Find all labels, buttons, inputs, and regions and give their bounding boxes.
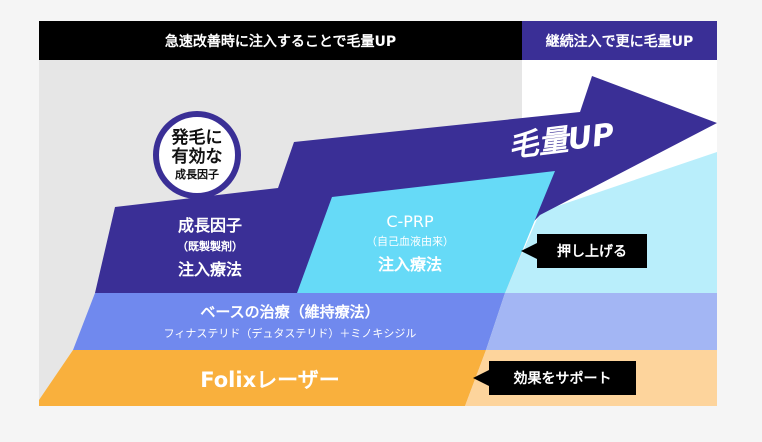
cprp-line1: C-PRP (386, 212, 434, 231)
base-line1: ベースの治療（維持療法） (200, 303, 380, 321)
growth-factor-label: 成長因子 （既製製剤） 注入療法 (140, 212, 280, 280)
header-left-label: 急速改善時に注入することで毛量UP (164, 33, 397, 50)
growth-factor-line3: 注入療法 (177, 260, 242, 279)
cprp-line2: （自己血液由来） (366, 235, 454, 248)
cprp-label: C-PRP （自己血液由来） 注入療法 (345, 212, 475, 275)
push-up-label: 押し上げる (557, 244, 627, 260)
circle-badge (153, 111, 241, 199)
circle-badge-text: 発毛に 有効な 成長因子 (153, 111, 241, 199)
header-right-banner: 継続注入で更に毛量UP (522, 21, 717, 60)
laser-label: Folixレーザー (200, 368, 340, 392)
growth-factor-line1: 成長因子 (177, 216, 242, 235)
base-band-right (486, 293, 717, 350)
base-band-left (73, 293, 505, 350)
growth-factor-line2: （既製製剤） (177, 240, 243, 253)
laser-band-left (39, 350, 486, 406)
support-label: 効果をサポート (513, 371, 612, 387)
header-right-label: 継続注入で更に毛量UP (545, 33, 694, 50)
growth-arrow-shape (95, 76, 717, 293)
base-line2: フィナステリド（デュタステリド）＋ミノキシジル (163, 327, 417, 340)
support-callout: 効果をサポート (473, 361, 636, 395)
circle-line3: 成長因子 (175, 167, 219, 181)
circle-line2: 有効な (171, 146, 223, 167)
base-treatment-label: ベースの治療（維持療法） フィナステリド（デュタステリド）＋ミノキシジル (130, 301, 450, 341)
cprp-line3: 注入療法 (377, 255, 442, 274)
header-left-banner: 急速改善時に注入することで毛量UP (39, 21, 522, 60)
circle-line1: 発毛に (171, 128, 223, 149)
cprp-block-shape (297, 171, 555, 293)
push-up-callout: 押し上げる (521, 234, 647, 268)
